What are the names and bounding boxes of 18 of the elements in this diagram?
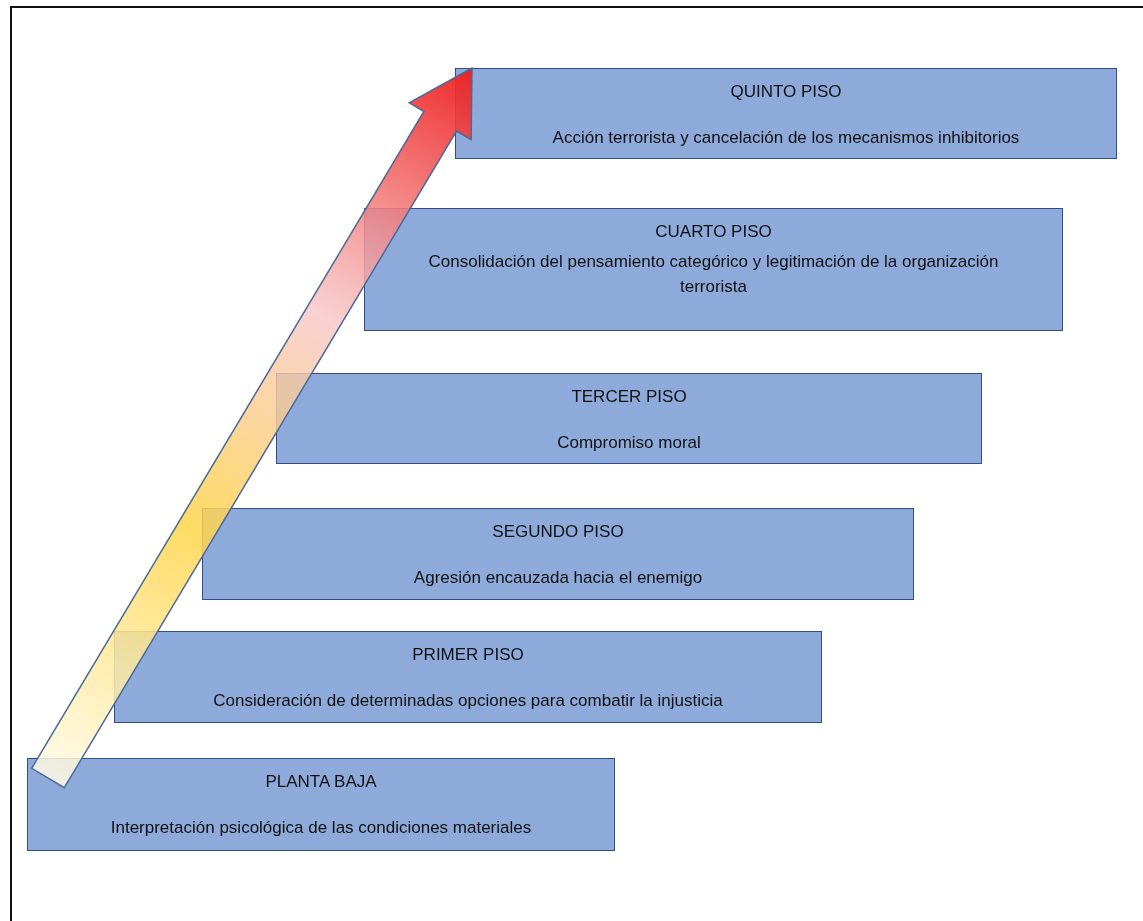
- floor-heading: PLANTA BAJA: [264, 771, 378, 793]
- floor-description: Compromiso moral: [556, 432, 702, 454]
- floor-box: [202, 508, 914, 600]
- floor-box: [27, 758, 615, 851]
- floor-box: [114, 631, 822, 723]
- floor-description: Acción terrorista y cancelación de los mecanismos inhibitorios: [551, 127, 1021, 149]
- floor-description: Consolidación del pensamiento categórico y legitimación de la organización terrorista: [427, 251, 1000, 298]
- floor-description: Consideración de determinadas opciones para combatir la injusticia: [212, 690, 724, 712]
- floor-description: Interpretación psicológica de las condiciones materiales: [109, 817, 533, 839]
- floor-heading: PRIMER PISO: [411, 644, 525, 666]
- floor-description: Agresión encauzada hacia el enemigo: [412, 567, 704, 589]
- floor-heading: TERCER PISO: [570, 386, 688, 408]
- floor-heading: QUINTO PISO: [729, 81, 843, 103]
- floor-heading: SEGUNDO PISO: [491, 521, 625, 543]
- floor-box: [455, 68, 1117, 159]
- floor-box: [276, 373, 982, 464]
- floor-box: [364, 208, 1063, 331]
- floor-heading: CUARTO PISO: [654, 221, 773, 243]
